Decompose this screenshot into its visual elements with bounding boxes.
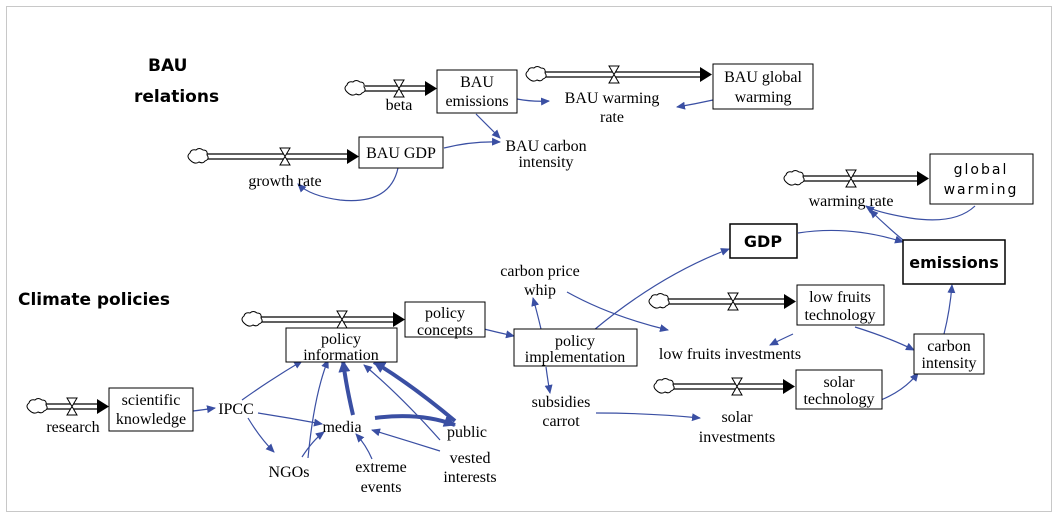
stock-policy-concepts[interactable]: policy concepts [404, 301, 486, 339]
var-bau-carbon-intensity-line2[interactable]: intensity [518, 154, 573, 171]
cloud-icon [26, 398, 48, 414]
valve-icons [66, 65, 857, 416]
var-bau-warming-rate-line1[interactable]: BAU warming [565, 90, 660, 107]
var-extreme-events-line2[interactable]: events [361, 479, 402, 496]
var-warming-rate[interactable]: warming rate [809, 193, 894, 210]
valve-icon [279, 147, 291, 166]
var-extreme-events-line1[interactable]: extreme [355, 459, 407, 476]
var-public[interactable]: public [447, 424, 487, 441]
stock-policy-implementation[interactable]: policy implementation [513, 328, 638, 367]
stock-gdp[interactable]: GDP [729, 223, 798, 259]
stock-bau-gdp[interactable]: BAU GDP [358, 136, 444, 169]
stock-carbon-intensity[interactable]: carbon intensity [913, 333, 985, 375]
causal-links [192, 97, 976, 460]
cloud-icon [648, 293, 670, 309]
stock-solar-technology[interactable]: solar technology [795, 369, 883, 410]
cloud-icon [653, 378, 675, 394]
section-bau-line1: BAU [148, 56, 187, 76]
var-media[interactable]: media [322, 419, 361, 436]
var-subsidies-carrot-line2[interactable]: carrot [542, 413, 580, 430]
stock-policy-implementation-line2: implementation [525, 349, 625, 366]
stock-low-fruits-technology-line2: technology [804, 307, 875, 324]
stock-bau-emissions-line1: BAU [460, 74, 494, 91]
stock-policy-information-line1: policy [321, 331, 361, 348]
stock-policy-information-line2: information [303, 347, 379, 364]
stock-bau-emissions-line2: emissions [445, 93, 508, 110]
flow-pipes [43, 67, 929, 414]
var-beta[interactable]: beta [386, 97, 413, 114]
valve-icon [66, 397, 78, 416]
valve-icon [845, 169, 857, 188]
stock-carbon-intensity-line2: intensity [921, 355, 976, 372]
stock-low-fruits-technology-line1: low fruits [809, 289, 871, 306]
stock-bau-emissions[interactable]: BAU emissions [436, 69, 518, 114]
var-bau-warming-rate-line2[interactable]: rate [600, 109, 624, 126]
cloud-icon [187, 148, 209, 164]
valve-icon [727, 292, 739, 311]
valve-icon [731, 377, 743, 396]
stock-policy-implementation-line1: policy [555, 333, 595, 350]
stock-emissions-label: emissions [909, 253, 998, 272]
stock-bau-global-warming-line1: BAU global [724, 69, 802, 86]
stock-scientific-knowledge-line1: scientific [122, 392, 181, 409]
stock-bau-gdp-label: BAU GDP [366, 145, 436, 162]
stock-global-warming-line2: warming [944, 182, 1019, 198]
cloud-icons [26, 66, 805, 414]
var-carbon-price-whip-line1[interactable]: carbon price [500, 263, 580, 280]
cloud-icon [525, 66, 547, 82]
stock-emissions[interactable]: emissions [902, 239, 1006, 285]
stock-policy-concepts-line1: policy [425, 305, 465, 322]
stock-gdp-label: GDP [744, 232, 782, 251]
stock-low-fruits-technology[interactable]: low fruits technology [796, 284, 885, 326]
var-bau-carbon-intensity-line1[interactable]: BAU carbon [505, 138, 586, 155]
var-solar-investments-line2[interactable]: investments [699, 429, 775, 446]
var-solar-investments-line1[interactable]: solar [721, 409, 753, 426]
section-climate-policies: Climate policies [18, 290, 170, 310]
stock-global-warming-line1: global [954, 162, 1009, 178]
var-vested-interests-line1[interactable]: vested [450, 450, 491, 467]
var-ipcc[interactable]: IPCC [218, 401, 254, 418]
stock-solar-technology-line2: technology [803, 391, 874, 408]
valve-icon [608, 65, 620, 84]
stock-solar-technology-line1: solar [823, 374, 855, 391]
stock-policy-information[interactable]: policy information [285, 327, 398, 364]
var-carbon-price-whip-line2[interactable]: whip [524, 282, 556, 299]
section-bau-line2: relations [134, 87, 219, 107]
stock-policy-concepts-line2: concepts [417, 322, 473, 339]
var-vested-interests-line2[interactable]: interests [443, 469, 496, 486]
var-subsidies-carrot-line1[interactable]: subsidies [532, 394, 591, 411]
var-growth-rate[interactable]: growth rate [248, 173, 321, 190]
cloud-icon [241, 311, 263, 327]
variable-labels: beta BAU warming rate BAU carbon intensi… [46, 90, 893, 496]
cloud-icon [783, 170, 805, 186]
stock-carbon-intensity-line1: carbon [927, 338, 971, 355]
stock-global-warming[interactable]: global warming [929, 153, 1034, 205]
valve-icon [336, 310, 348, 329]
stock-scientific-knowledge-line2: knowledge [116, 411, 186, 428]
stock-bau-global-warming-line2: warming [735, 89, 792, 106]
var-research[interactable]: research [46, 419, 99, 436]
stock-bau-global-warming[interactable]: BAU global warming [712, 63, 814, 110]
cloud-icon [344, 80, 366, 96]
valve-icon [393, 79, 405, 98]
stock-scientific-knowledge[interactable]: scientific knowledge [108, 387, 194, 432]
var-low-fruits-investments[interactable]: low fruits investments [659, 346, 801, 363]
var-ngos[interactable]: NGOs [269, 464, 310, 481]
